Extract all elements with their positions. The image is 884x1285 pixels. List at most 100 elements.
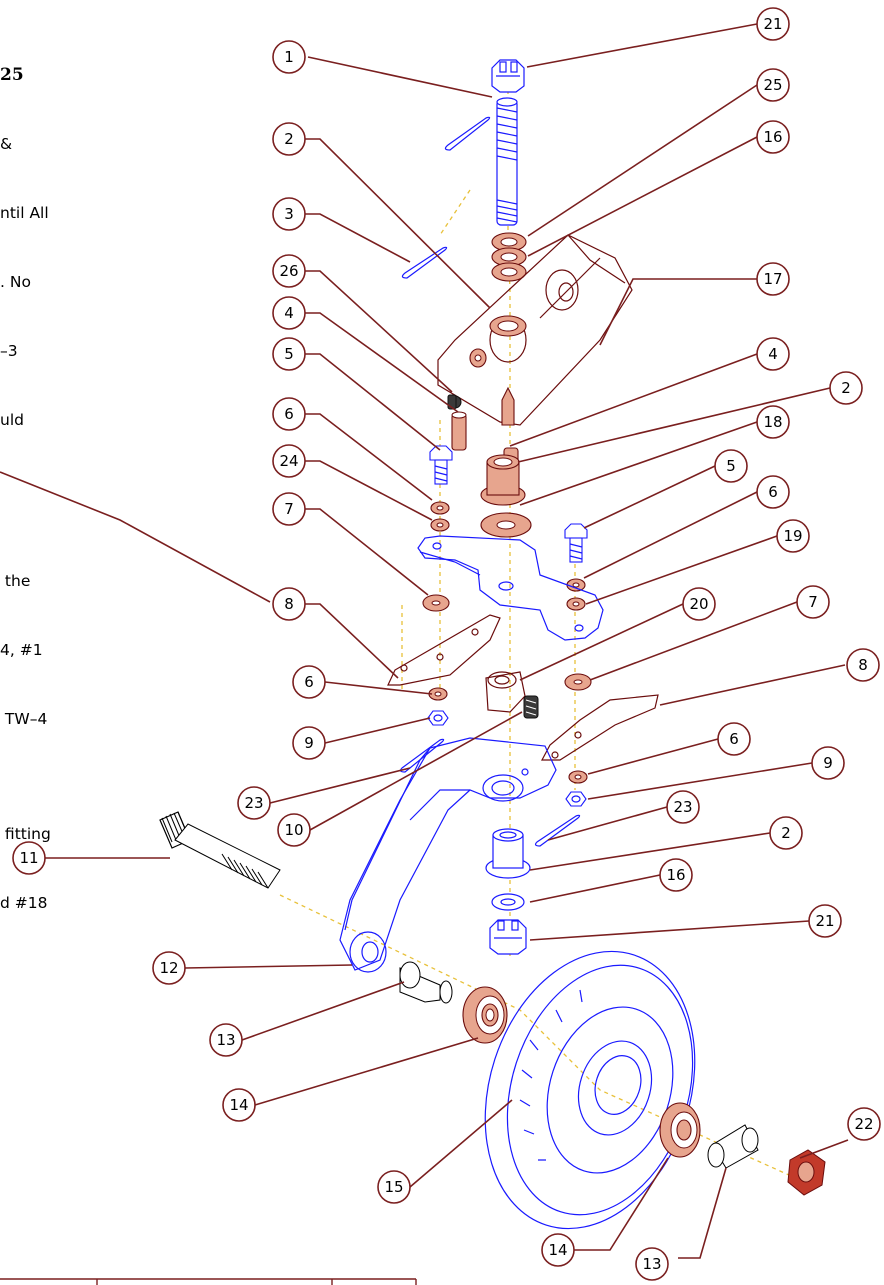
note-line: & [0, 135, 13, 153]
hex-bolt-left [429, 445, 453, 485]
callout-balloon: 6 [292, 665, 326, 699]
svg-text:6: 6 [304, 673, 314, 691]
svg-text:26: 26 [279, 262, 298, 280]
callout-balloon: 25 [756, 68, 790, 102]
washer-stack-top [491, 232, 527, 282]
svg-text:9: 9 [304, 734, 314, 752]
locking-collar [485, 671, 526, 713]
thrust-washer [480, 512, 532, 538]
callout-balloon: 21 [808, 904, 842, 938]
callout-balloon: 19 [776, 519, 810, 553]
axle-lock-nut [787, 1149, 826, 1196]
bearing-right [659, 1102, 701, 1158]
castle-nut-top [491, 59, 525, 93]
svg-text:19: 19 [783, 527, 802, 545]
callout-balloon: 20 [682, 587, 716, 621]
svg-text:14: 14 [548, 1241, 567, 1259]
centerlines [279, 90, 801, 1181]
washer-bottom [491, 893, 525, 911]
callout-balloon: 13 [209, 1023, 243, 1057]
callout-balloon: 22 [847, 1107, 881, 1141]
set-screw [523, 695, 539, 719]
svg-text:10: 10 [284, 821, 303, 839]
small-washers-left [422, 501, 450, 726]
callout-balloon: 24 [272, 444, 306, 478]
svg-text:14: 14 [229, 1096, 248, 1114]
svg-text:3: 3 [284, 205, 294, 223]
axle-bolt [159, 811, 281, 889]
flanged-bushing-top [480, 454, 526, 506]
callout-balloon: 6 [717, 722, 751, 756]
callout-balloon: 6 [272, 397, 306, 431]
callout-balloon: 13 [635, 1247, 669, 1281]
hex-bolt-right [564, 523, 588, 563]
caster-fork [339, 737, 557, 973]
note-line: . No [0, 273, 31, 291]
callout-balloon: 16 [659, 858, 693, 892]
callouts: 1 2 3 26 4 5 6 24 7 8 6 9 23 10 11 12 13… [12, 7, 881, 1281]
note-line: uld [0, 411, 24, 429]
svg-text:16: 16 [763, 128, 782, 146]
note-line: fitting [0, 825, 51, 843]
caster-wheel [484, 950, 696, 1230]
leader-lines [0, 23, 849, 1259]
svg-text:8: 8 [284, 595, 294, 613]
callout-balloon: 9 [292, 726, 326, 760]
svg-text:7: 7 [808, 593, 818, 611]
callout-balloon: 1 [272, 40, 306, 74]
note-line: –3 [0, 342, 18, 360]
svg-text:22: 22 [854, 1115, 873, 1133]
callout-balloon: 8 [272, 587, 306, 621]
svg-text:12: 12 [159, 959, 178, 977]
svg-text:7: 7 [284, 500, 294, 518]
svg-text:8: 8 [858, 656, 868, 674]
svg-text:1: 1 [284, 48, 294, 66]
note-line: the [0, 572, 31, 590]
svg-text:23: 23 [244, 794, 263, 812]
callout-balloon: 14 [541, 1233, 575, 1267]
svg-text:9: 9 [823, 754, 833, 772]
callout-balloon: 18 [756, 405, 790, 439]
callout-balloon: 7 [796, 585, 830, 619]
callout-balloon: 16 [756, 120, 790, 154]
callout-balloon: 10 [277, 813, 311, 847]
note-line: d #18 [0, 894, 48, 912]
svg-text:20: 20 [689, 595, 708, 613]
assembly-notes: 25 & ntil All . No –3 uld the 4, #1 TW–4… [0, 18, 240, 938]
callout-balloon: 5 [714, 449, 748, 483]
axle-spacer-left [399, 961, 453, 1004]
callout-balloon: 12 [152, 951, 186, 985]
svg-text:2: 2 [781, 824, 791, 842]
note-line: 4, #1 [0, 641, 43, 659]
callout-balloon: 5 [272, 337, 306, 371]
axle-spacer-right [707, 1124, 759, 1169]
mounting-plate [417, 535, 604, 641]
callout-balloon: 3 [272, 197, 306, 231]
small-washers-right [564, 578, 592, 807]
callout-balloon: 6 [756, 475, 790, 509]
kingpin-bolt [496, 97, 518, 226]
brake-plate-left [387, 614, 501, 686]
svg-text:17: 17 [763, 270, 782, 288]
callout-balloon: 23 [237, 786, 271, 820]
callout-balloon: 26 [272, 254, 306, 288]
callout-balloon: 4 [272, 296, 306, 330]
castle-nut-bottom [489, 919, 527, 955]
svg-text:6: 6 [729, 730, 739, 748]
callout-balloon: 23 [666, 790, 700, 824]
svg-text:2: 2 [841, 379, 851, 397]
callout-balloon: 15 [377, 1170, 411, 1204]
svg-text:16: 16 [666, 866, 685, 884]
spring-pin [451, 411, 467, 451]
svg-text:21: 21 [763, 15, 782, 33]
callout-balloon: 2 [272, 122, 306, 156]
callout-balloon: 4 [756, 337, 790, 371]
callout-balloon: 2 [769, 816, 803, 850]
svg-text:18: 18 [763, 413, 782, 431]
callout-balloon: 11 [12, 841, 46, 875]
svg-text:23: 23 [673, 798, 692, 816]
note-line: TW–4 [0, 710, 48, 728]
svg-text:6: 6 [768, 483, 778, 501]
svg-text:6: 6 [284, 405, 294, 423]
